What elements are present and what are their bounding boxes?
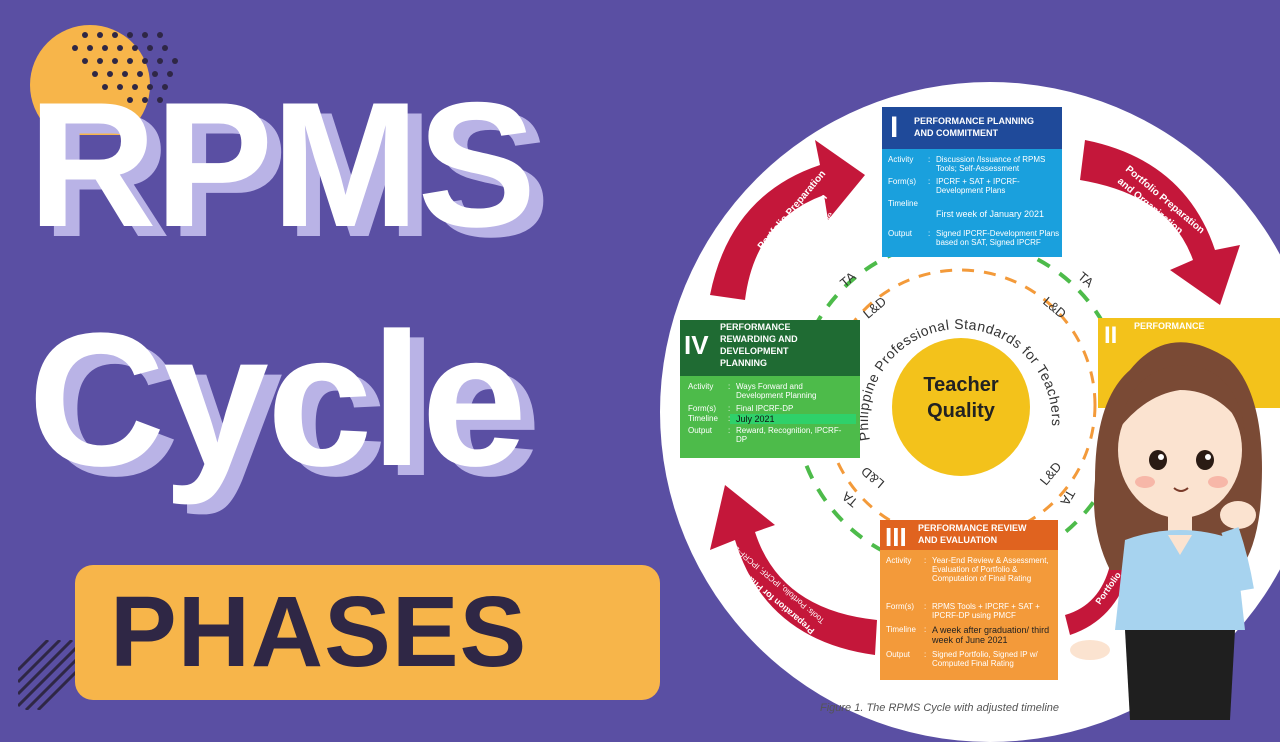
phase-2-number: II (1104, 322, 1118, 349)
title-rpms: RPMS (28, 65, 536, 264)
teacher-quality-line2: Quality (927, 400, 995, 422)
phase-3-title-1: PERFORMANCE REVIEW (918, 523, 1027, 533)
phase-4-card: IV PERFORMANCE REWARDING AND DEVELOPMENT… (680, 320, 860, 458)
phases-label: PHASES (110, 576, 528, 688)
arrow-bottom-left: Preparation for Phase IV Tools: Portfoli… (710, 485, 877, 655)
phase-4-number: IV (684, 330, 709, 360)
arrow-bottom-right: Portfolio (1065, 565, 1130, 635)
phase-1-title-2: AND COMMITMENT (914, 128, 998, 138)
phase-1-card: I PERFORMANCE PLANNING AND COMMITMENT Ac… (882, 107, 1062, 257)
phase-1-timeline-value: First week of January 2021 (936, 209, 1045, 219)
arrow-top-left: Portfolio Preparation and Organization f… (710, 140, 865, 300)
teacher-quality-line1: Teacher (923, 374, 999, 396)
phase-4-title-1: PERFORMANCE (720, 322, 791, 332)
arrow-top-right: Portfolio Preparation and Organization F… (1080, 140, 1240, 305)
phase-3-card: III PERFORMANCE REVIEW AND EVALUATION Ac… (880, 520, 1058, 680)
decorative-dot-circle (30, 25, 178, 135)
figure-caption: Figure 1. The RPMS Cycle with adjusted t… (820, 702, 1060, 714)
teacher-quality-label: Teacher Quality (892, 372, 1030, 424)
decorative-hatch (18, 640, 78, 710)
phase-1-header (882, 107, 1062, 149)
phase-4-timeline-highlight (730, 414, 856, 424)
teacher-quality-circle (892, 338, 1030, 476)
title-cycle: Cycle (28, 294, 527, 506)
phase-1-number: I (890, 111, 899, 144)
phase-2-title-1: PERFORMANCE (1134, 321, 1205, 331)
phase-4-header (680, 320, 860, 376)
phase-3-title-2: AND EVALUATION (918, 535, 998, 545)
phase-1-title-1: PERFORMANCE PLANNING (914, 116, 1035, 126)
phase-3-header (880, 520, 1058, 550)
phase-4-title-3: DEVELOPMENT (720, 346, 789, 356)
phase-3-number: III (885, 522, 907, 552)
phase-4-title-4: PLANNING (720, 358, 767, 368)
phase-4-title-2: REWARDING AND (720, 334, 798, 344)
teacher-cartoon-illustration (1070, 342, 1262, 720)
phases-badge (75, 565, 660, 700)
